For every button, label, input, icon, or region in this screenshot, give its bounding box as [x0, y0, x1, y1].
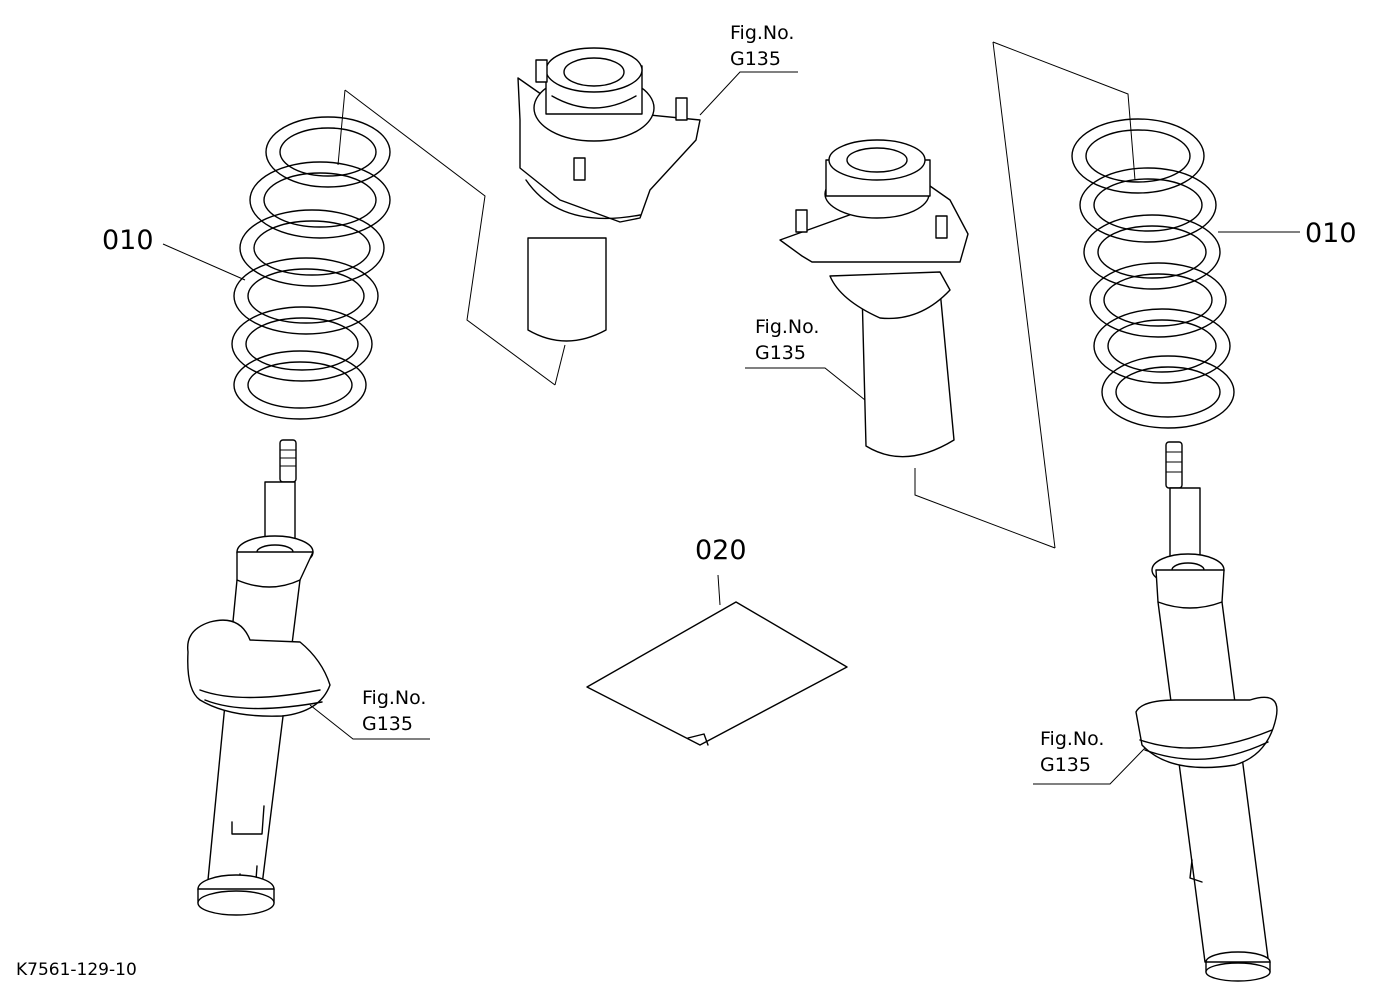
instruction-sheet[interactable]: [586, 601, 848, 746]
part-number-010-right[interactable]: 010: [1305, 218, 1357, 249]
coil-spring-right[interactable]: [1071, 118, 1235, 429]
fig-ref-right-seat-line1: Fig.No.: [1040, 728, 1105, 750]
strut-mount-upper[interactable]: [517, 47, 701, 342]
fig-ref-mid-mount-line1: Fig.No.: [755, 316, 820, 338]
fig-ref-left-seat[interactable]: Fig.No. G135: [362, 685, 426, 737]
fig-ref-left-seat-line2: G135: [362, 713, 413, 735]
strut-mount-center[interactable]: [779, 139, 969, 458]
fig-ref-mid-mount[interactable]: Fig.No. G135: [755, 314, 819, 366]
reference-lines: [337, 41, 1136, 549]
fig-ref-mid-mount-line2: G135: [755, 342, 806, 364]
part-number-010-left[interactable]: 010: [102, 225, 154, 256]
fig-ref-right-seat-line2: G135: [1040, 754, 1091, 776]
leader-lines: [162, 71, 1300, 785]
fig-ref-left-seat-line1: Fig.No.: [362, 687, 427, 709]
drawing-number: K7561-129-10: [16, 960, 137, 980]
part-number-020[interactable]: 020: [695, 535, 747, 566]
fig-ref-top-mount[interactable]: Fig.No. G135: [730, 20, 794, 72]
fig-ref-top-mount-line1: Fig.No.: [730, 22, 795, 44]
fig-ref-right-seat[interactable]: Fig.No. G135: [1040, 726, 1104, 778]
strut-right[interactable]: [1135, 441, 1278, 982]
coil-spring-left[interactable]: [231, 116, 391, 420]
strut-left[interactable]: [186, 439, 331, 916]
fig-ref-top-mount-line2: G135: [730, 48, 781, 70]
